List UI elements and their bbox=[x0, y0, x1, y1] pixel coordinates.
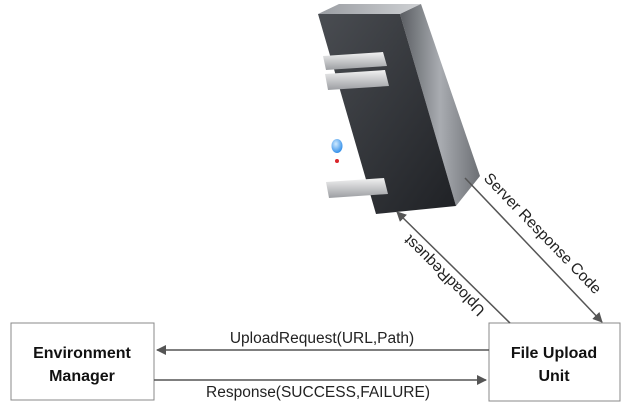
upload-request-to-server-arrow bbox=[396, 211, 511, 324]
server-drive-bay-1 bbox=[323, 52, 387, 70]
response-label: Response(SUCCESS,FAILURE) bbox=[206, 384, 430, 401]
server-drive-bay-2 bbox=[325, 70, 389, 90]
environment-manager-label-line1: Environment bbox=[33, 345, 131, 362]
upload-request-to-server-label: UploadRequest bbox=[401, 231, 489, 319]
server-top bbox=[318, 4, 421, 14]
server-status-led bbox=[335, 159, 339, 163]
server-bottom-slot bbox=[326, 178, 388, 198]
file-upload-unit-box bbox=[488, 322, 621, 402]
environment-manager-box bbox=[10, 322, 155, 401]
upload-request-label: UploadRequest(URL,Path) bbox=[230, 330, 414, 347]
server-tower-icon bbox=[318, 4, 480, 214]
file-upload-unit-label-line1: File Upload bbox=[511, 345, 597, 362]
server-power-led bbox=[331, 139, 343, 153]
server-response-code-arrow bbox=[464, 177, 603, 323]
server-response-code-label: Server Response Code bbox=[480, 170, 604, 298]
file-upload-unit-label-line2: Unit bbox=[538, 368, 570, 385]
server-side bbox=[400, 4, 480, 206]
environment-manager-label-line2: Manager bbox=[49, 368, 115, 385]
